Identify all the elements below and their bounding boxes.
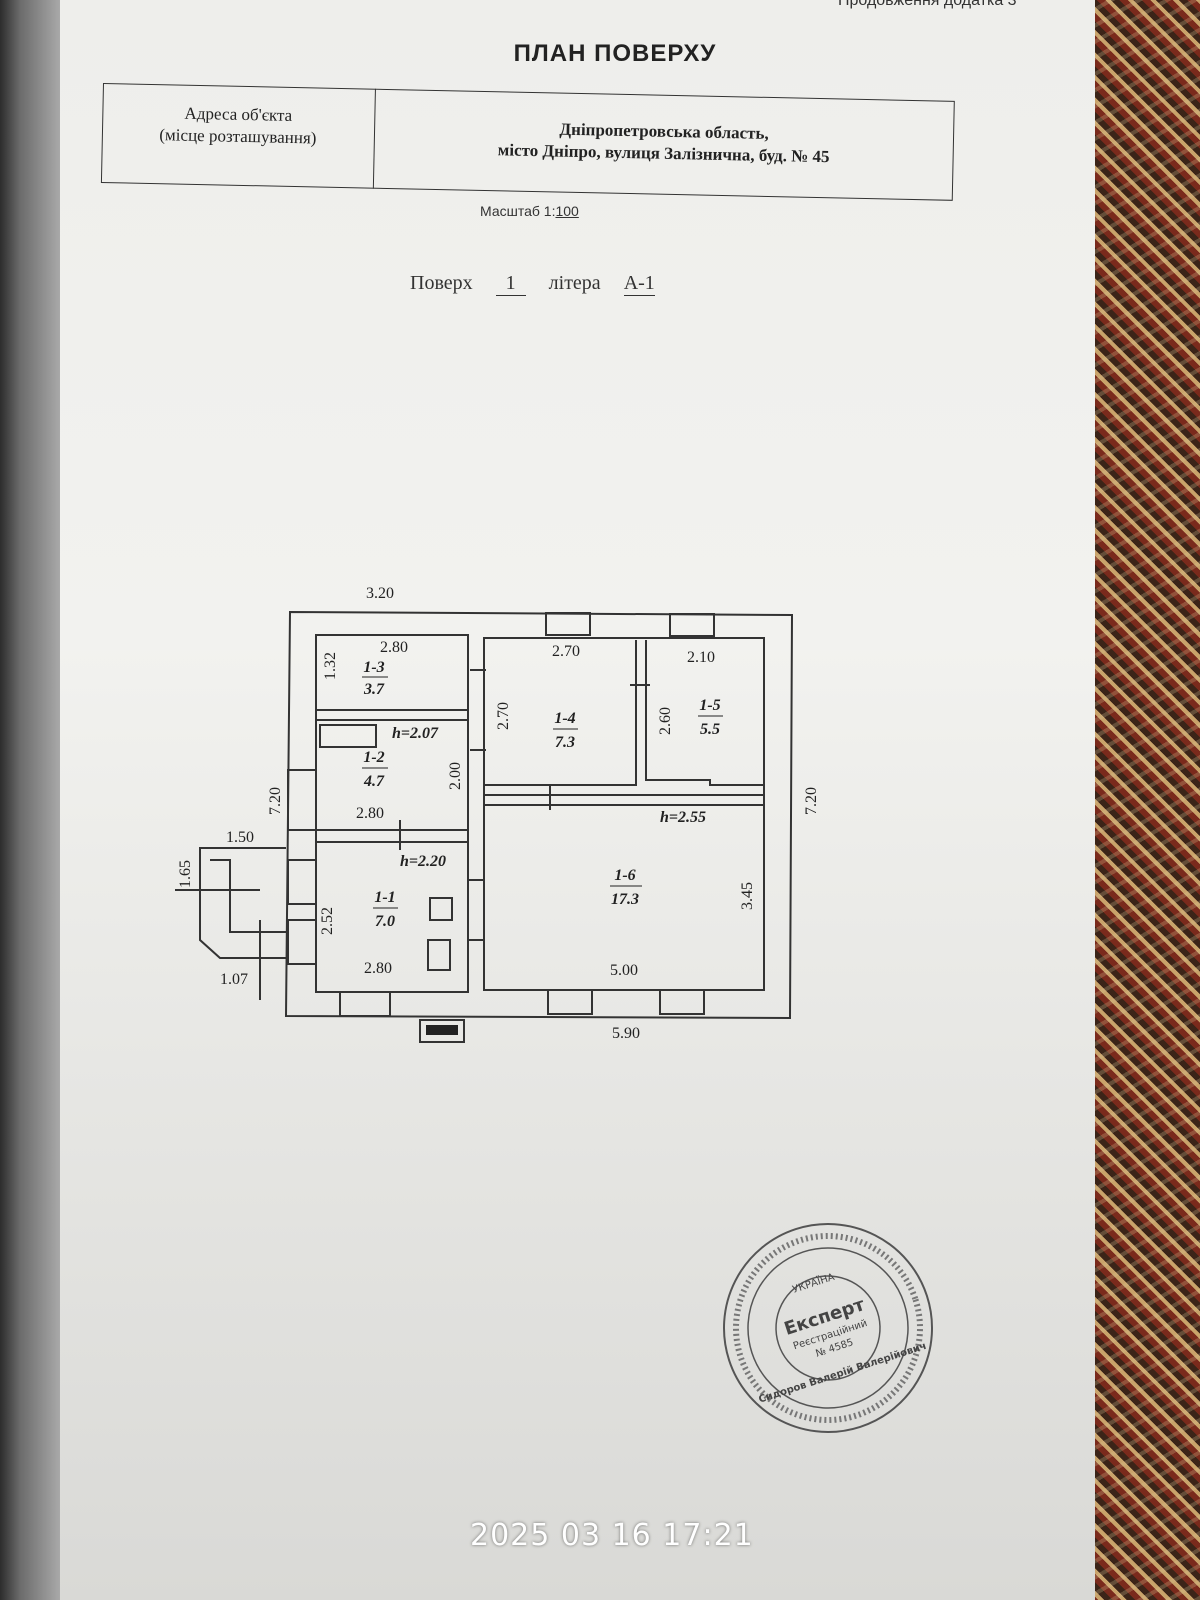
dim-r15-h: 2.60 (657, 707, 674, 735)
floor-letter: А-1 (623, 272, 655, 296)
expert-stamp: УКРАЇНА Експерт Реєстраційний № 4585 Сид… (723, 1223, 933, 1433)
dim-top: 3.20 (366, 585, 394, 602)
dim-r13-h: 1.32 (322, 652, 339, 680)
room-1-3-id: 1-3 (363, 659, 384, 676)
floor-line: Поверх 1 літера А-1 (410, 272, 655, 296)
height-2: h=2.20 (400, 853, 446, 870)
background-carpet-pattern (1090, 0, 1200, 1600)
dim-porch-w: 1.50 (226, 829, 254, 846)
room-1-1-area: 7.0 (375, 913, 395, 930)
room-1-3-area: 3.7 (363, 681, 385, 698)
dim-r15-w: 2.10 (687, 649, 715, 666)
dim-r16-w: 5.00 (610, 962, 638, 979)
room-1-6-area: 17.3 (611, 891, 639, 908)
svg-text:УКРАЇНА: УКРАЇНА (791, 1270, 836, 1296)
address-table: Адреса об'єкта (місце розташування) Дніп… (100, 83, 955, 201)
dim-r11-w: 2.80 (364, 960, 392, 977)
room-1-2-id: 1-2 (363, 749, 384, 766)
page-title: ПЛАН ПОВЕРХУ (513, 40, 717, 67)
dim-r14-w: 2.70 (552, 643, 580, 660)
dim-r11-h: 2.52 (319, 907, 336, 935)
room-1-5-id: 1-5 (699, 697, 720, 714)
room-1-6-id: 1-6 (614, 867, 635, 884)
room-1-2-area: 4.7 (363, 773, 385, 790)
scale-text: Масштаб 1:100 (480, 203, 579, 219)
dim-r14-h: 2.70 (495, 702, 512, 730)
room-1-4-id: 1-4 (554, 710, 575, 727)
background-carpet (1090, 0, 1200, 1600)
dim-porch-b: 1.07 (220, 971, 248, 988)
room-1-1-id: 1-1 (374, 889, 395, 906)
dim-porch-h: 1.65 (177, 860, 194, 888)
room-1-4-area: 7.3 (555, 734, 575, 751)
header-note: Продовження додатка 3 (838, 0, 1017, 9)
floor-number: 1 (495, 272, 526, 296)
height-3: h=2.55 (660, 809, 706, 826)
dim-right: 7.20 (803, 787, 820, 815)
dim-r12-h: 2.00 (447, 762, 464, 790)
address-label: Адреса об'єкта (місце розташування) (159, 103, 317, 148)
height-1: h=2.07 (392, 725, 439, 742)
floor-plan: 3.20 2.80 1.32 2.70 2.70 2.10 2.60 2.80 … (175, 585, 820, 1043)
photo-timestamp: 2025 03 16 17:21 (470, 1518, 754, 1553)
document-page (60, 0, 1095, 1600)
dim-bottom: 5.90 (612, 1025, 640, 1042)
dim-r16-h: 3.45 (739, 882, 756, 910)
dim-r13-w: 2.80 (380, 639, 408, 656)
room-1-5-area: 5.5 (700, 721, 720, 738)
dim-left: 7.20 (267, 787, 284, 815)
dim-r12-w: 2.80 (356, 805, 384, 822)
